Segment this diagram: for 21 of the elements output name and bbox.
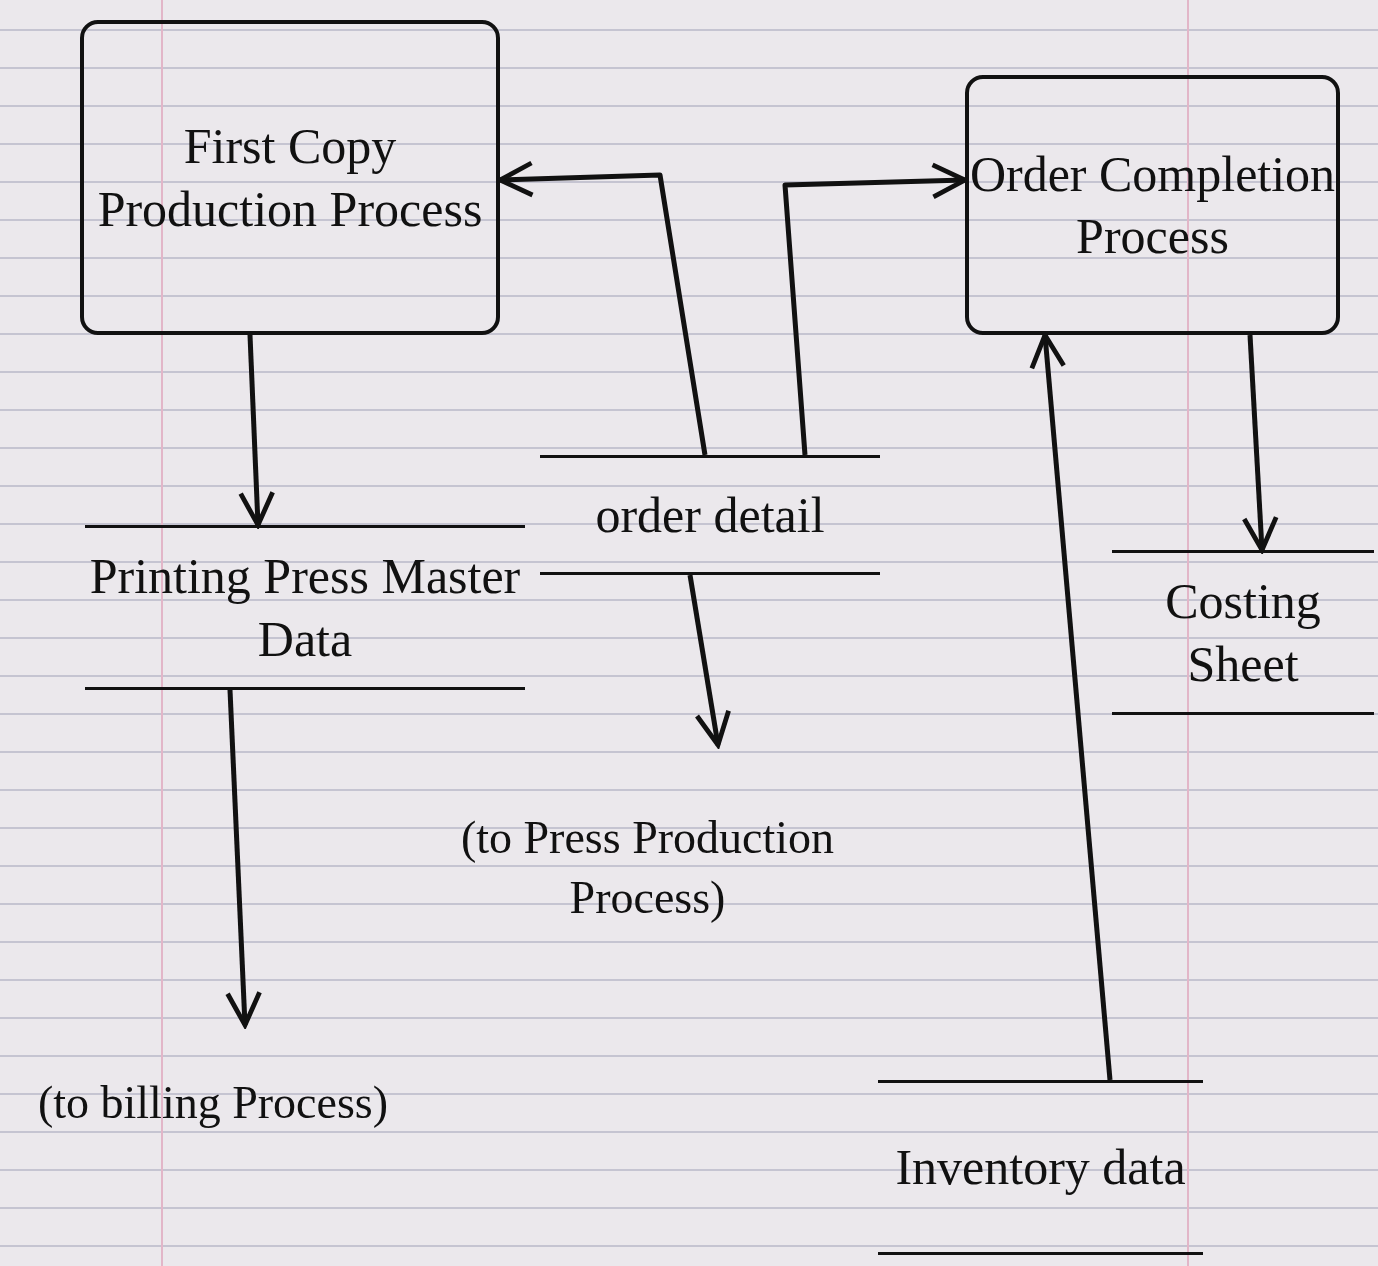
arrow [497, 160, 708, 456]
data-store [540, 455, 880, 575]
node-label: order detail [595, 485, 825, 545]
data-store [878, 1080, 1203, 1255]
arrow [238, 334, 276, 528]
annotation-text: (to billing Process) [8, 1025, 418, 1180]
data-store [1112, 550, 1374, 715]
arrow [225, 689, 262, 1028]
node-label: First Copy Production Process [96, 117, 484, 239]
node-label: Inventory data [895, 1138, 1186, 1198]
arrow [1241, 334, 1279, 553]
process-box [80, 20, 500, 335]
process-box [965, 75, 1340, 335]
node-label: Order Completion Process [969, 144, 1336, 266]
annotation-text: (to Press Production Process) [455, 745, 840, 990]
node-label: Costing Sheet [1164, 572, 1322, 694]
node-label: Printing Press Master Data [88, 547, 522, 669]
arrow [782, 162, 968, 456]
arrow [687, 574, 731, 748]
data-store [85, 525, 525, 690]
arrow [1029, 332, 1113, 1081]
